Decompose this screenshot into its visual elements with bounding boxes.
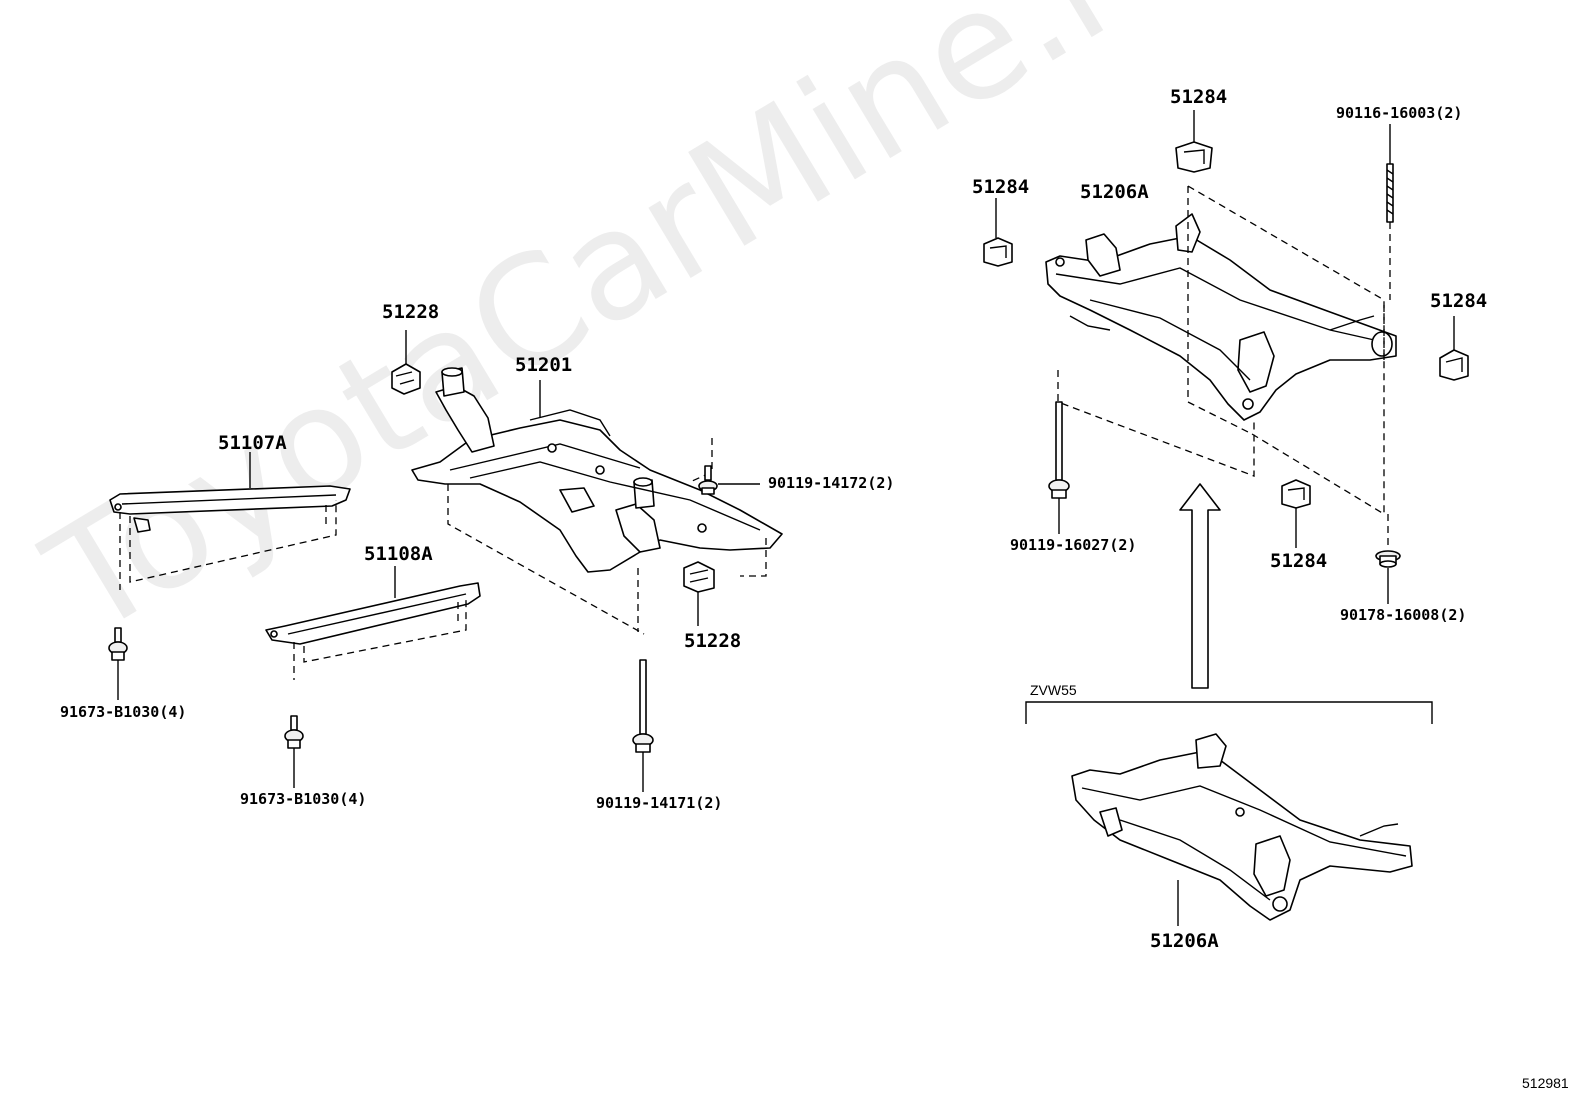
label-51206a: 51206A (1080, 181, 1149, 203)
bolt-91673-mid-shape (284, 715, 304, 749)
stopper-51284-right-shape (1439, 349, 1469, 381)
label-51284-bottom: 51284 (1270, 550, 1328, 572)
bolt-90119-16027-shape (1048, 401, 1070, 499)
variant-bracket (1025, 701, 1433, 724)
label-zvw55: ZVW55 (1030, 682, 1077, 698)
label-91673-b1030-left: 91673-B1030(4) (60, 703, 187, 721)
label-51228-upper: 51228 (382, 301, 440, 323)
label-51206a-variant: 51206A (1150, 930, 1219, 952)
label-51284-right: 51284 (1430, 290, 1488, 312)
label-51284-left: 51284 (972, 176, 1030, 198)
stopper-51228-upper-shape (391, 363, 421, 395)
up-arrow (1179, 483, 1221, 689)
stud-bolt-90116-16003-shape (1386, 163, 1394, 223)
rear-member-51206a-shape (1045, 213, 1397, 421)
label-51284-top: 51284 (1170, 86, 1228, 108)
label-51108a: 51108A (364, 543, 433, 565)
washer-90178-16008-shape (1375, 550, 1401, 568)
stopper-51284-left-shape (983, 237, 1013, 267)
label-90116-16003: 90116-16003(2) (1336, 104, 1463, 122)
brace-51108a-shape (265, 582, 481, 645)
label-90119-14171: 90119-14171(2) (596, 794, 723, 812)
label-90119-16027: 90119-16027(2) (1010, 536, 1137, 554)
stopper-51228-lower-shape (683, 561, 715, 593)
figure-code: 512981 (1522, 1075, 1569, 1091)
label-91673-b1030-mid: 91673-B1030(4) (240, 790, 367, 808)
stopper-51284-top-shape (1175, 141, 1213, 173)
crossmember-51201-shape (411, 367, 783, 573)
label-51107a: 51107A (218, 432, 287, 454)
bolt-90119-14171-shape (632, 659, 654, 753)
stopper-51284-bottom-shape (1281, 479, 1311, 509)
label-90178-16008: 90178-16008(2) (1340, 606, 1467, 624)
bolt-91673-left-shape (108, 627, 128, 661)
variant-member-51206a-shape (1071, 733, 1413, 921)
label-90119-14172: 90119-14172(2) (768, 474, 895, 492)
label-51228-lower: 51228 (684, 630, 742, 652)
label-51201: 51201 (515, 354, 573, 376)
bolt-90119-14172-shape (698, 465, 718, 495)
brace-51107a-shape (109, 485, 351, 533)
